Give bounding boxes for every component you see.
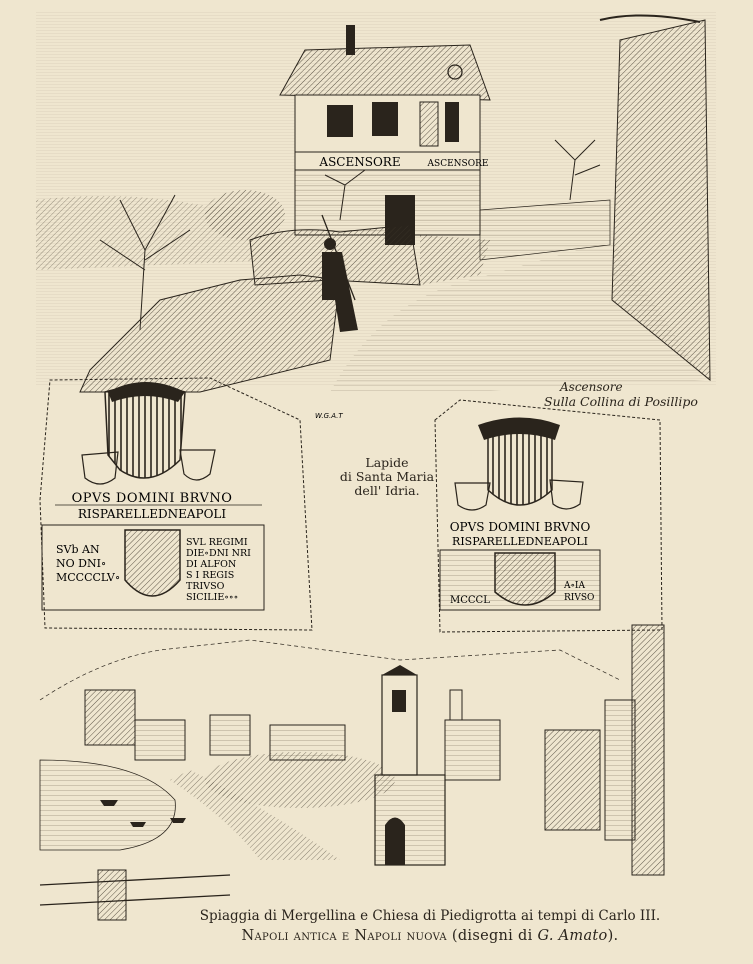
lapide-line-1: di Santa Maria	[339, 469, 435, 484]
caption-mergellina: Spiaggia di Mergellina e Chiesa di Piedi…	[199, 908, 661, 924]
left-plaque-col-left-0: SVb AN	[56, 543, 100, 556]
ascensore-caption-subtitle: Sulla Collina di Posillipo	[544, 394, 698, 409]
ascensore-building: ASCENSORE ASCENSORE	[279, 25, 491, 245]
lapide-line-0: Lapide	[365, 455, 409, 470]
left-plaque-line1: OPVS DOMINI BRVNO	[72, 491, 233, 506]
right-plaque-col-left-0: MCCCL	[450, 595, 490, 606]
caption-napoli-title: Napoli antica e Napoli nuova	[241, 928, 447, 944]
ascensore-sign: ASCENSORE	[318, 155, 400, 169]
piedigrotta-church	[374, 665, 501, 866]
left-plaque-line2: RISPARELLEDNEAPOLI	[78, 507, 227, 521]
right-plaque-col-right-0: A∘IA	[563, 581, 585, 591]
lapide-label: Lapide di Santa Maria dell' Idria.	[322, 456, 452, 498]
bare-trees	[99, 139, 601, 331]
caption-napoli: Napoli antica e Napoli nuova (disegni di…	[120, 928, 740, 944]
left-plaque-col-right-2: DI ALFON	[186, 559, 236, 570]
left-plaque-col-right-3: S I REGIS	[186, 570, 234, 581]
lapide-line-2: dell' Idria.	[354, 483, 420, 498]
left-plaque: OPVS DOMINI BRVNO RISPARELLEDNEAPOLI SVb…	[39, 377, 313, 631]
left-plaque-col-left-1: NO DNI∘	[56, 557, 106, 570]
left-plaque-col-right-1: DIE∘DNI NRI	[186, 548, 251, 559]
ascensore-caption-title: Ascensore	[560, 380, 623, 394]
caption-napoli-end: ).	[607, 928, 619, 944]
caption-napoli-mid: (disegni di	[446, 928, 538, 944]
caption-napoli-author: G. Amato	[537, 928, 608, 944]
left-plaque-col-right-4: TRIVSO	[186, 581, 225, 592]
bottom-scene	[39, 624, 665, 921]
right-plaque-line1: OPVS DOMINI BRVNO	[450, 520, 591, 534]
right-plaque: OPVS DOMINI BRVNO RISPARELLEDNEAPOLI MCC…	[434, 399, 663, 633]
artist-signature: W.G.A.T	[315, 412, 343, 420]
left-plaque-col-right-0: SVL REGIMI	[186, 537, 248, 548]
top-scene: ASCENSORE ASCENSORE	[36, 12, 716, 393]
standing-figure	[321, 214, 358, 332]
left-plaque-col-left-2: MCCCCLV∘	[56, 571, 120, 584]
right-plaque-col-right-1: RIVSO	[564, 593, 594, 603]
left-plaque-col-right-5: SICILIE∘∘∘	[186, 592, 238, 603]
ascensore-sign-side: ASCENSORE	[427, 159, 489, 169]
right-plaque-line2: RISPARELLEDNEAPOLI	[452, 535, 588, 548]
